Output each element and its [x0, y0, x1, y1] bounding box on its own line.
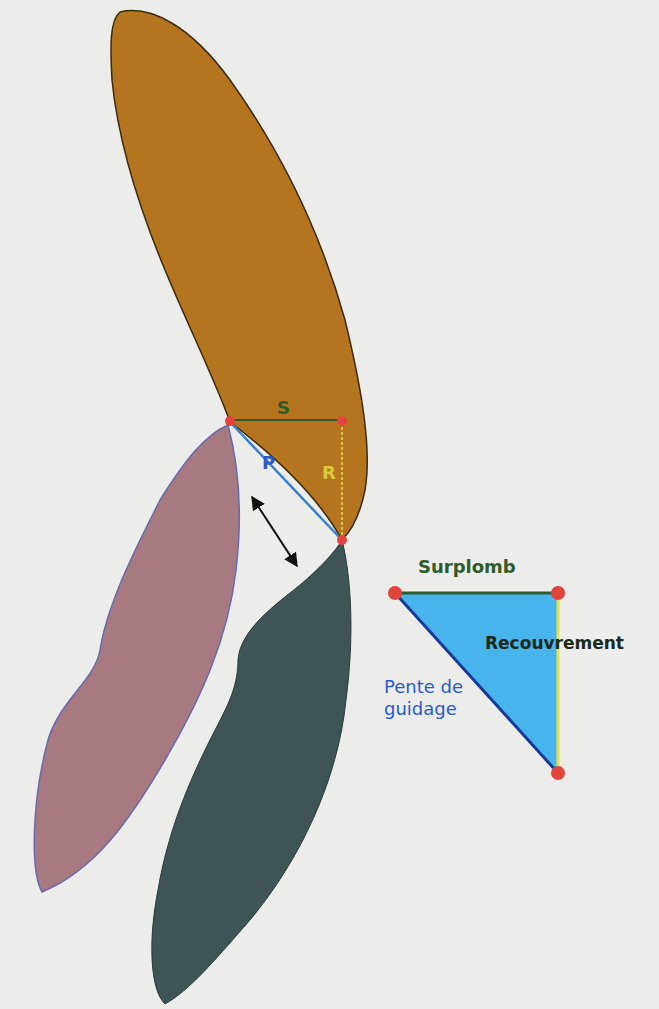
triangle-overjet [395, 592, 558, 595]
dimension-letter: R [322, 462, 336, 484]
term-label: Surplomb [418, 556, 516, 578]
point [225, 416, 235, 426]
guidance-line [232, 424, 340, 538]
dimension-letter: S [277, 397, 290, 419]
dimension-letter: P [262, 452, 275, 474]
point [337, 535, 347, 545]
point [551, 766, 565, 780]
term-label: Pente de guidage [384, 676, 494, 719]
overjet-line [230, 419, 342, 421]
term-label: Recouvrement [485, 633, 624, 653]
point [337, 416, 347, 426]
lower-incisor [152, 540, 351, 1004]
upper-incisor [111, 11, 367, 540]
point [551, 586, 565, 600]
movement-arrow [252, 497, 297, 566]
point [388, 586, 402, 600]
overbite-line [341, 422, 343, 538]
triangle-overbite [557, 593, 560, 773]
